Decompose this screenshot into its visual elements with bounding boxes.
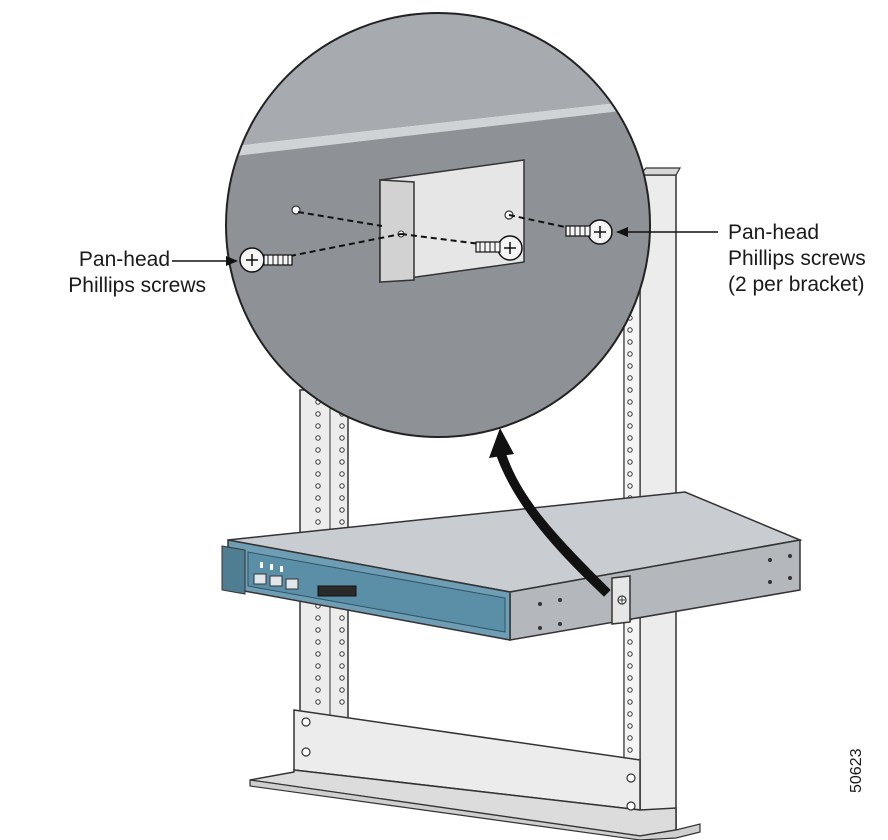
curved-arrow-icon xyxy=(489,428,611,597)
callout-left: Pan-head Phillips screws xyxy=(6,247,206,299)
pan-head-screw-icon xyxy=(239,247,293,273)
callout-right-line2: Phillips screws xyxy=(728,247,866,270)
figure-number: 50623 xyxy=(848,748,865,794)
callout-right-line3: (2 per bracket) xyxy=(728,273,865,296)
mounting-bracket-icon xyxy=(611,575,631,625)
pan-head-screw-icon xyxy=(565,219,613,245)
leader-lines xyxy=(172,227,718,266)
callout-right: Pan-head Phillips screws (2 per bracket) xyxy=(728,220,866,298)
rack-base xyxy=(249,709,701,840)
zoom-detail xyxy=(225,12,651,438)
zoom-bracket xyxy=(379,159,525,283)
callout-left-line1: Pan-head xyxy=(78,248,170,271)
device-ports xyxy=(253,562,357,597)
callout-left-line2: Phillips screws xyxy=(68,274,206,297)
network-device xyxy=(221,491,803,641)
callout-right-line1: Pan-head xyxy=(728,221,820,244)
pan-head-screw-icon xyxy=(475,235,523,261)
